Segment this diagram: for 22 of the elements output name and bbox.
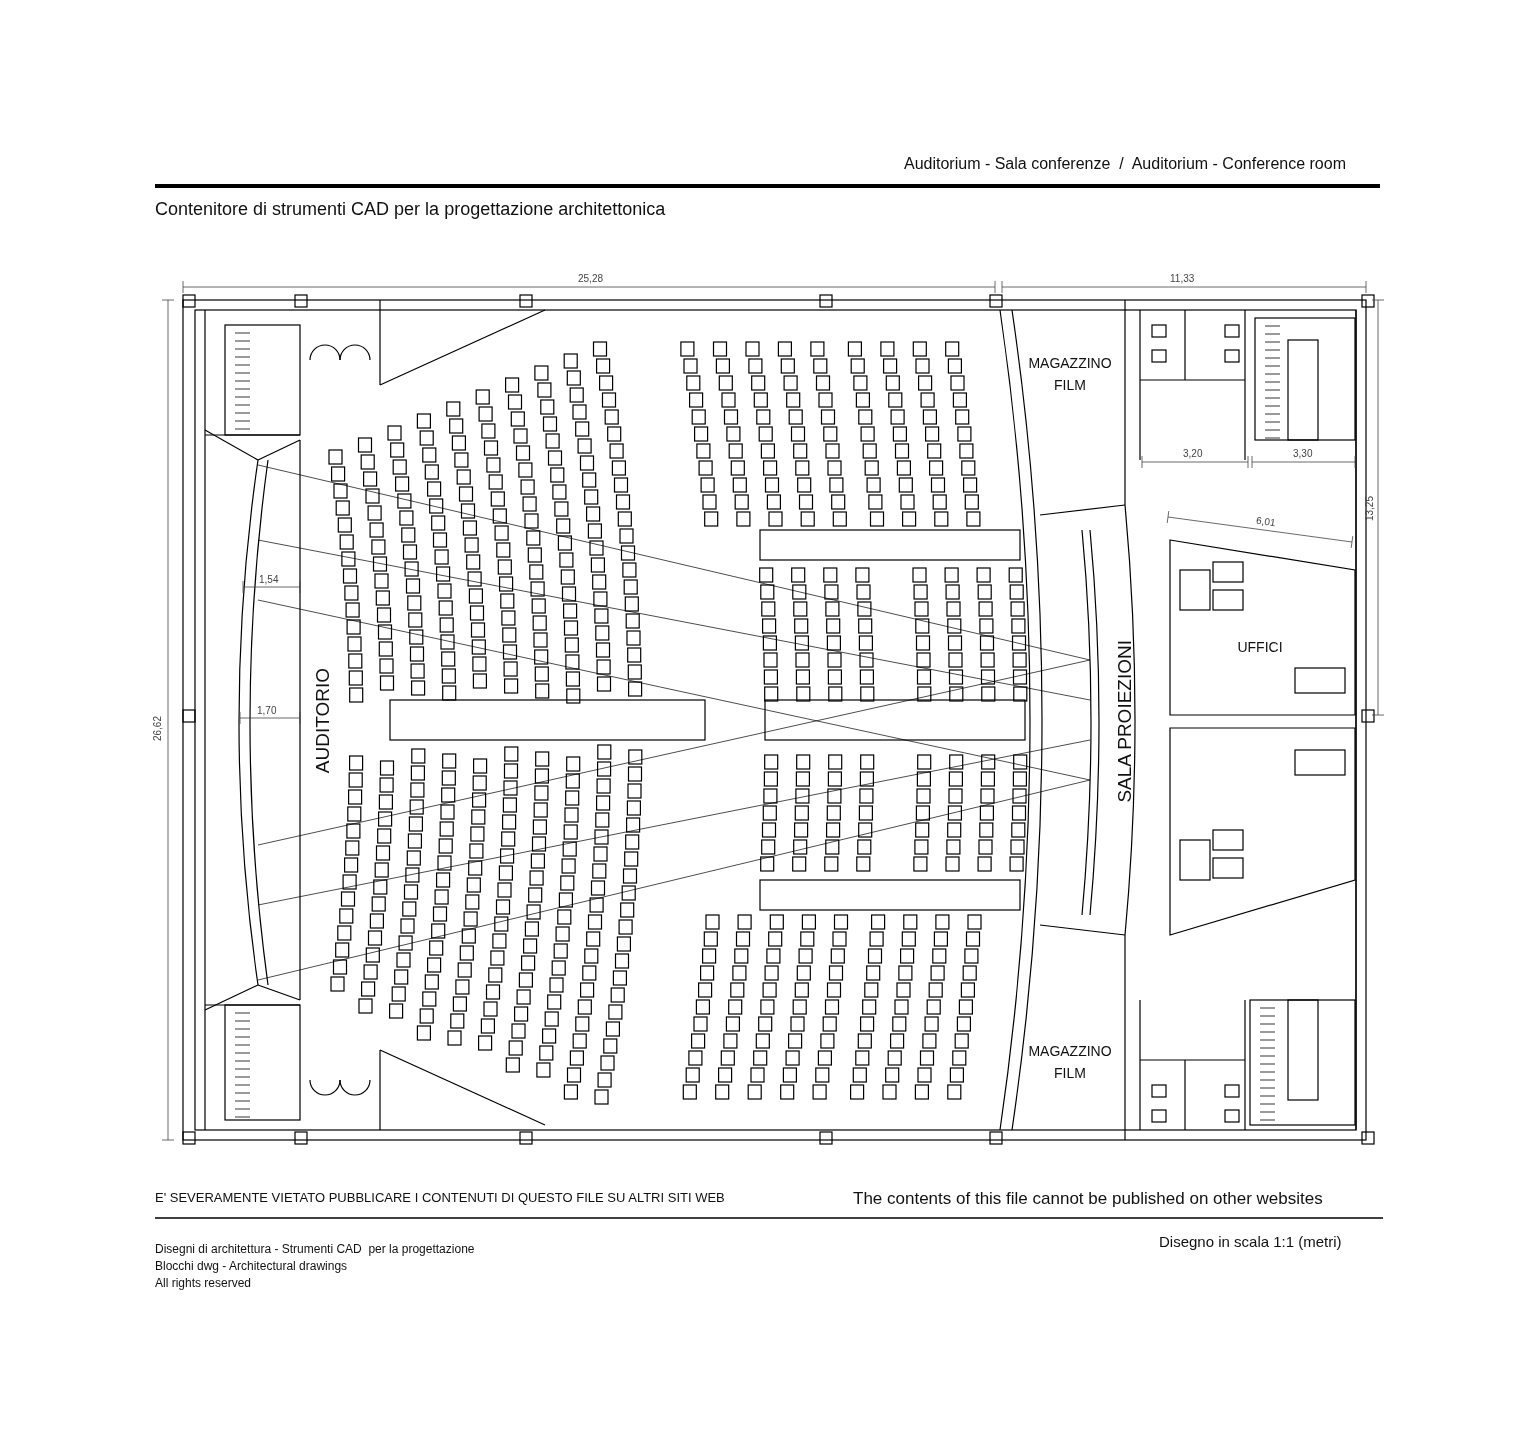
subtitle: Contenitore di strumenti CAD per la progettazione architettonica <box>155 199 666 220</box>
room-name: SALA PROIEZIONI <box>1110 640 1141 803</box>
dimension-value: 1,54 <box>259 574 279 586</box>
room-name: MAGAZZINO FILM <box>1025 1040 1115 1085</box>
footer-note: Disegni di architettura - Strumenti CAD per la progettazione <box>155 1243 475 1257</box>
dimension-value: 6,01 <box>1255 514 1277 529</box>
room-name: AUDITORIO <box>308 668 339 774</box>
room-name: MAGAZZINO FILM <box>1025 352 1115 397</box>
footer-note: All rights reserved <box>155 1277 252 1291</box>
dimension-value: 25,28 <box>578 273 604 285</box>
scale-note: Disegno in scala 1:1 (metri) <box>1159 1233 1342 1251</box>
dimension-value: 3,30 <box>1293 448 1313 460</box>
dimension-value: 1,70 <box>257 705 277 717</box>
footer-note: Blocchi dwg - Architectural drawings <box>155 1260 348 1274</box>
drawing-title: Auditorium - Sala conferenze / Auditorium - Conference room <box>904 155 1346 174</box>
dimension-value: 3,20 <box>1183 448 1203 460</box>
warning-note: E' SEVERAMENTE VIETATO PUBBLICARE I CONTENUTI DI QUESTO FILE SU ALTRI SITI WEB <box>155 1191 725 1206</box>
dimension-value: 11,33 <box>1170 273 1195 285</box>
dimension-value: 26,62 <box>152 716 164 742</box>
warning-note: The contents of this file cannot be published on other websites <box>853 1189 1323 1209</box>
dimension-value: 13,25 <box>1364 496 1376 522</box>
room-name: UFFICI <box>1225 636 1295 659</box>
